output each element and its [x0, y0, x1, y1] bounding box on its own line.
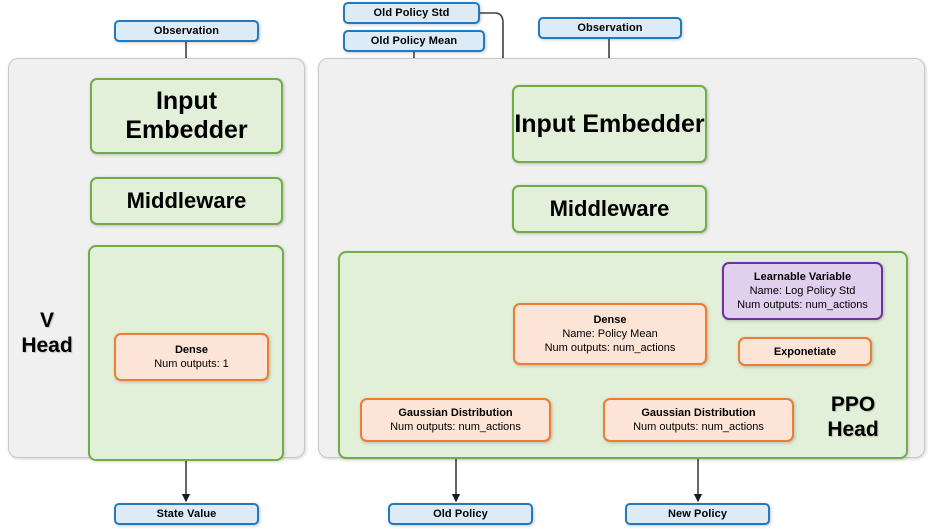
- v-head-dense-num-outputs: Num outputs: 1: [154, 358, 229, 370]
- v-head-group-label: V Head: [10, 308, 84, 358]
- gaussian-distribution-new-node[interactable]: Gaussian Distribution Num outputs: num_a…: [603, 398, 794, 442]
- ppo-dense-title: Dense: [593, 314, 627, 326]
- v-head-dense-node[interactable]: Dense Num outputs: 1: [114, 333, 269, 381]
- exponetiate-title: Exponetiate: [773, 345, 837, 358]
- v-head-middleware-label: Middleware: [126, 188, 247, 213]
- learnable-variable-title: Learnable Variable: [753, 271, 852, 283]
- learnable-variable-node[interactable]: Learnable Variable Name: Log Policy Std …: [722, 262, 883, 320]
- ppo-head-input-embedder-label: Input Embedder: [514, 109, 705, 138]
- old-policy-std-label: Old Policy Std: [373, 7, 450, 19]
- gaussian-new-num-outputs: Num outputs: num_actions: [633, 421, 764, 433]
- gaussian-distribution-old-node[interactable]: Gaussian Distribution Num outputs: num_a…: [360, 398, 551, 442]
- new-policy-output[interactable]: New Policy: [625, 503, 770, 525]
- v-head-input-embedder-block[interactable]: Input Embedder: [90, 78, 283, 154]
- v-head-state-value-output[interactable]: State Value: [114, 503, 259, 525]
- ppo-head-group-label: PPO Head: [806, 392, 900, 442]
- ppo-head-input-embedder-block[interactable]: Input Embedder: [512, 85, 707, 163]
- old-policy-output[interactable]: Old Policy: [388, 503, 533, 525]
- old-policy-output-label: Old Policy: [433, 508, 488, 520]
- ppo-head-old-policy-mean-input[interactable]: Old Policy Mean: [343, 30, 485, 52]
- ppo-head-group-label-line2: Head: [827, 418, 879, 441]
- learnable-variable-num-outputs: Num outputs: num_actions: [737, 299, 868, 311]
- new-policy-output-label: New Policy: [667, 508, 728, 520]
- exponetiate-node[interactable]: Exponetiate: [738, 337, 872, 366]
- ppo-head-observation-input[interactable]: Observation: [538, 17, 682, 39]
- ppo-head-observation-label: Observation: [577, 22, 643, 34]
- v-head-observation-input[interactable]: Observation: [114, 20, 259, 42]
- v-head-dense-title: Dense: [174, 344, 209, 356]
- old-policy-mean-label: Old Policy Mean: [370, 35, 458, 47]
- gaussian-old-num-outputs: Num outputs: num_actions: [390, 421, 521, 433]
- ppo-head-middleware-block[interactable]: Middleware: [512, 185, 707, 233]
- v-head-group-label-line1: V: [39, 309, 54, 332]
- ppo-head-middleware-label: Middleware: [549, 196, 670, 221]
- ppo-head-group-label-line1: PPO: [830, 393, 876, 416]
- v-head-middleware-block[interactable]: Middleware: [90, 177, 283, 225]
- ppo-dense-name: Name: Policy Mean: [562, 328, 658, 340]
- v-head-input-embedder-label: Input Embedder: [125, 87, 248, 144]
- v-head-group-label-line2: Head: [21, 334, 73, 357]
- ppo-head-old-policy-std-input[interactable]: Old Policy Std: [343, 2, 480, 24]
- v-head-observation-label: Observation: [153, 25, 220, 37]
- gaussian-new-title: Gaussian Distribution: [641, 407, 756, 419]
- gaussian-old-title: Gaussian Distribution: [398, 407, 513, 419]
- v-head-state-value-label: State Value: [156, 508, 217, 520]
- learnable-variable-name: Name: Log Policy Std: [749, 285, 856, 297]
- ppo-dense-num-outputs: Num outputs: num_actions: [544, 342, 676, 354]
- ppo-head-dense-policy-mean-node[interactable]: Dense Name: Policy Mean Num outputs: num…: [513, 303, 707, 365]
